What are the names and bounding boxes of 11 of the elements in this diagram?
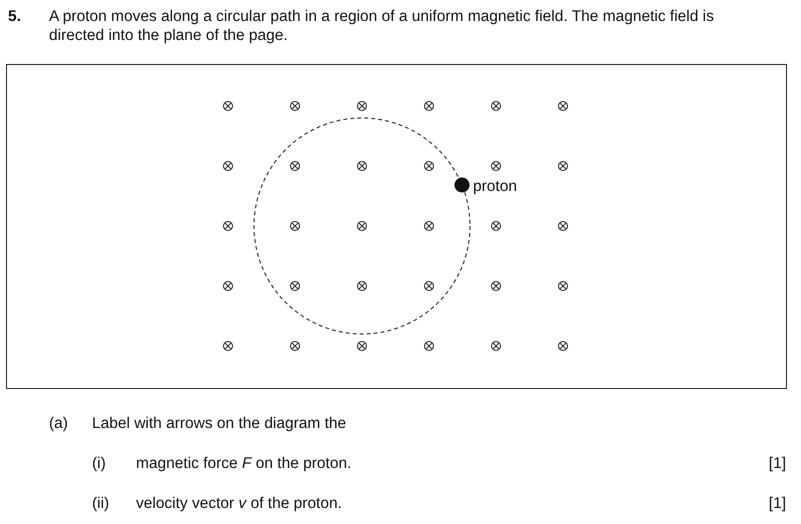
question-text: magnetic force F on the proton. — [136, 454, 352, 473]
subpart-number: (ii) — [92, 494, 110, 513]
question-text: A proton moves along a circular path in a region of a uniform magnetic field. The magnetic field is directed into the plane of the page. — [49, 7, 715, 45]
instruction-text: Label with arrows on the diagram the — [92, 414, 346, 433]
question-text: velocity vector v of the proton. — [136, 494, 342, 513]
subpart-number: (i) — [92, 454, 106, 473]
mark-allocation: [1] — [768, 494, 786, 513]
part-number: (a) — [49, 414, 68, 433]
mark-allocation: [1] — [768, 454, 786, 473]
particle-label: proton — [473, 177, 517, 196]
question-number: 5. — [8, 7, 21, 26]
